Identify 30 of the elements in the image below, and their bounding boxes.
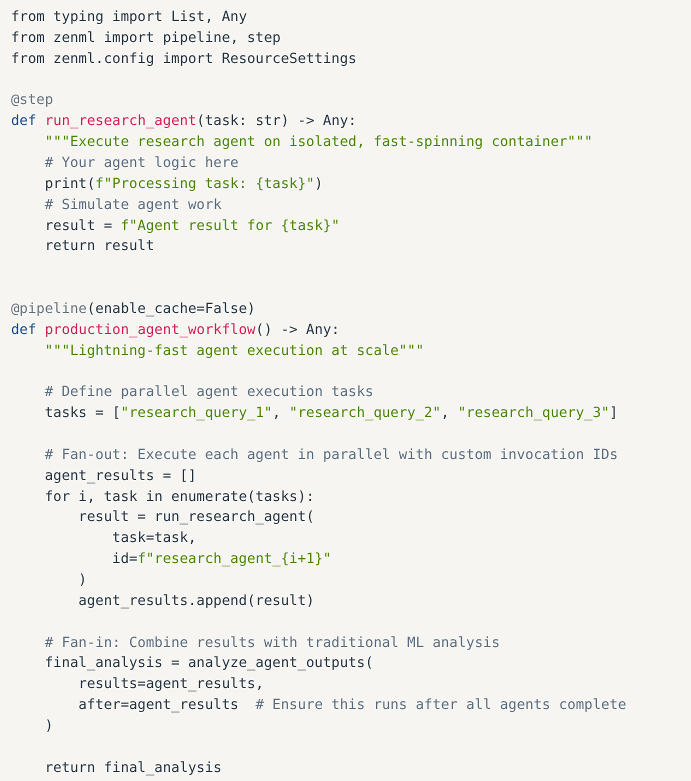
code-line: after=agent_results # Ensure this runs after all agents complete xyxy=(77,696,626,714)
code-line: return final_analysis xyxy=(44,758,222,777)
code-line: result = f"Agent result for {task}" xyxy=(44,216,340,234)
code-line: # Fan-out: Execute each agent in parallel with custom invocation IDs xyxy=(44,446,618,464)
code-line: ) xyxy=(44,716,54,735)
code-line: ) xyxy=(77,570,87,589)
code-line: for i, task in enumerate(tasks): xyxy=(44,488,314,506)
code-line: # Fan-in: Combine results with traditional ML analysis xyxy=(44,634,500,652)
code-line: @pipeline(enable_cache=False) xyxy=(11,300,256,318)
code-line: from zenml.config import ResourceSettings xyxy=(11,50,357,68)
code-line: task=task, xyxy=(111,529,196,548)
code-line: agent_results.append(result) xyxy=(77,592,314,610)
code-line: # Define parallel agent execution tasks xyxy=(44,383,374,402)
code-line: # Simulate agent work xyxy=(44,196,222,214)
code-line: tasks = ["research_query_1", "research_query_2", "research_query_3"] xyxy=(44,404,618,422)
code-line: """Execute research agent on isolated, fast-spinning container""" xyxy=(44,133,593,152)
code-line: result = run_research_agent( xyxy=(77,508,314,526)
code-line: return result xyxy=(44,237,154,256)
code-line: agent_results = [] xyxy=(44,466,196,485)
code-line: # Your agent logic here xyxy=(44,154,239,172)
code-line: print(f"Processing task: {task}") xyxy=(44,174,323,193)
code-line: id=f"research_agent_{i+1}" xyxy=(111,550,332,568)
code-line: def production_agent_workflow() -> Any: xyxy=(11,320,340,339)
code-line: from typing import List, Any xyxy=(11,8,248,26)
code-line: """Lightning-fast agent execution at scale""" xyxy=(44,342,424,360)
code-line: results=agent_results, xyxy=(77,675,264,694)
code-line: @step xyxy=(11,91,54,110)
code-line: def run_research_agent(task: str) -> Any: xyxy=(11,112,357,130)
code-line: final_analysis = analyze_agent_outputs( xyxy=(44,654,374,672)
code-line: from zenml import pipeline, step xyxy=(11,28,281,47)
